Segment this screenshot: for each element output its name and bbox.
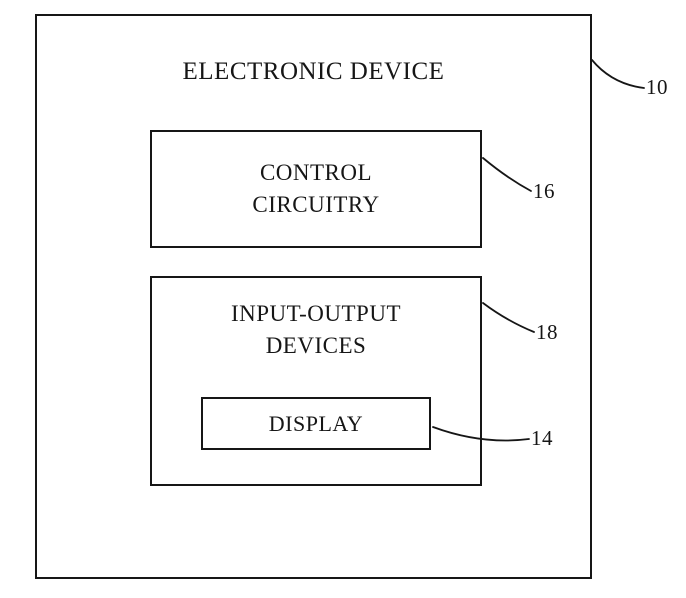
- ref-number-14: 14: [531, 426, 553, 450]
- ref-number-18: 18: [536, 320, 558, 344]
- display-label: DISPLAY: [268, 410, 364, 436]
- ref-number-10: 10: [646, 75, 668, 99]
- input-output-devices-box: INPUT-OUTPUT DEVICES DISPLAY: [150, 276, 482, 486]
- electronic-device-box: [35, 14, 592, 579]
- display-box: DISPLAY: [201, 397, 431, 450]
- electronic-device-label: ELECTRONIC DEVICE: [182, 58, 445, 85]
- control-circuitry-label-line1: CONTROL: [259, 160, 373, 185]
- control-circuitry-label-line2: CIRCUITRY: [252, 192, 380, 217]
- ref-number-16: 16: [533, 179, 555, 203]
- leader-line-10: [591, 59, 645, 89]
- control-circuitry-box: CONTROL CIRCUITRY: [150, 130, 482, 248]
- io-devices-label-line1: INPUT-OUTPUT: [231, 301, 401, 326]
- io-devices-label-line2: DEVICES: [265, 333, 367, 358]
